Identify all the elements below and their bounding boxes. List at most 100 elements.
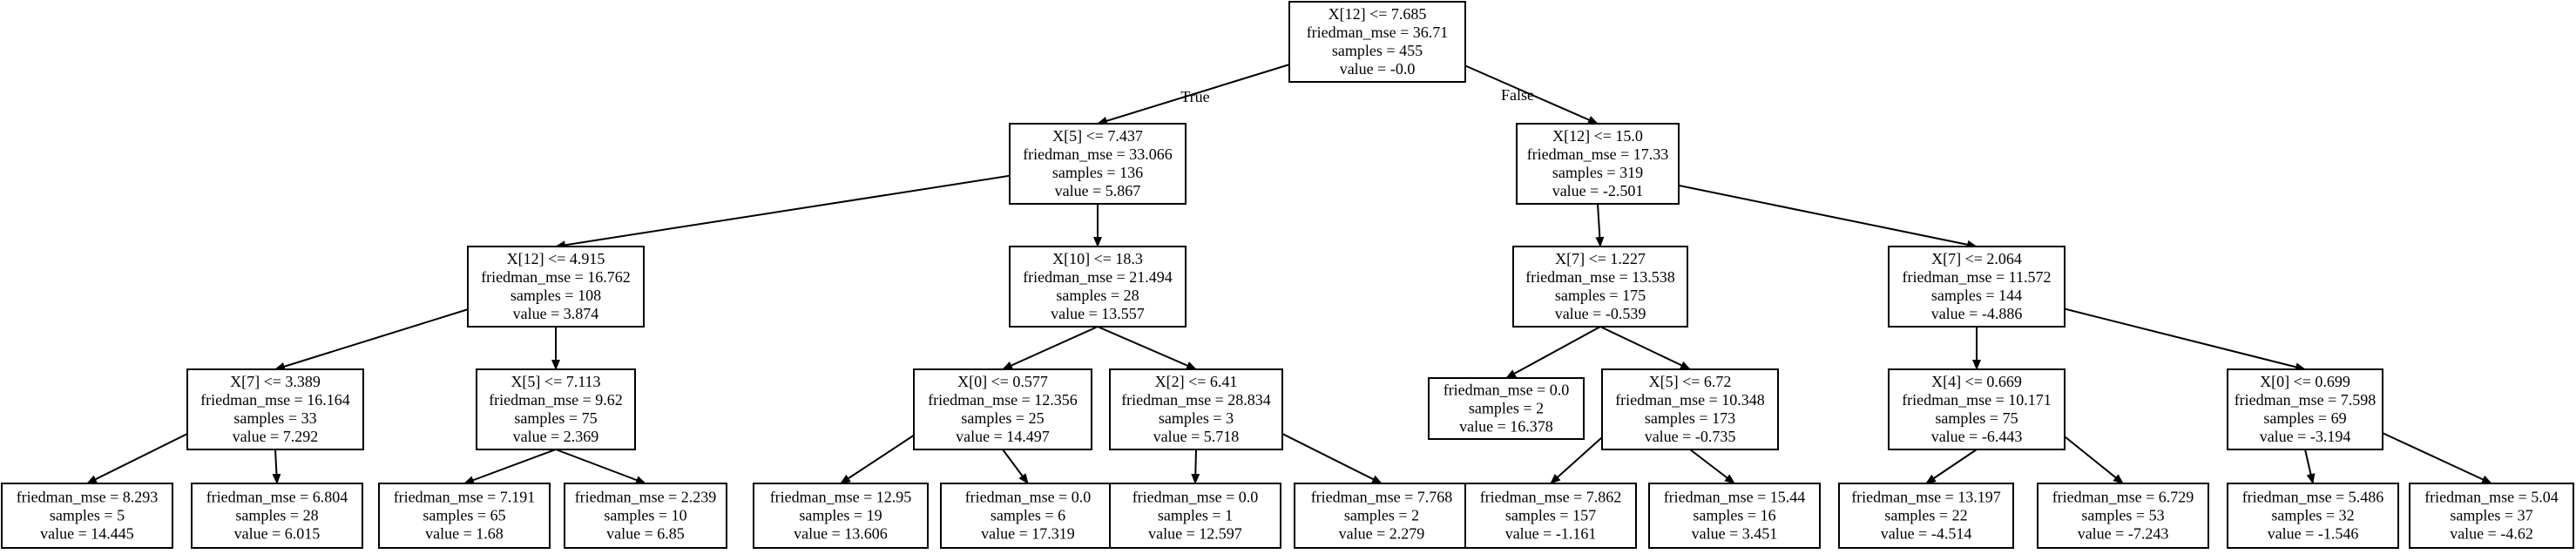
tree-edge-n12-n23 [1550,429,1612,484]
node-text-line: friedman_mse = 11.572 [1903,268,2052,286]
node-text-line: samples = 2 [1344,507,1419,524]
edge-label-true: True [1180,88,1209,105]
tree-edge-n4-n9 [1002,326,1099,370]
node-text-line: friedman_mse = 16.762 [481,268,631,286]
node-text-line: X[2] <= 6.41 [1155,373,1238,390]
node-text-line: friedman_mse = 12.356 [928,391,1078,409]
node-text-line: friedman_mse = 0.0 [965,489,1092,506]
node-text-line: friedman_mse = 7.862 [1480,489,1622,506]
node-text-line: friedman_mse = 6.804 [206,489,348,506]
node-box [2227,368,2383,450]
node-text-line: value = 16.378 [1459,418,1553,436]
node-text-line: X[7] <= 2.064 [1931,250,2022,267]
node-text-line: value = -6.443 [1931,428,2023,445]
node-text-line: value = -0.0 [1340,60,1416,78]
node-text-line: value = -3.194 [2260,428,2351,445]
tree-edge-n0-n2 [1456,61,1599,125]
node-box [2037,483,2209,549]
node-text-line: value = 12.597 [1148,525,1242,543]
node-text-line: value = 13.606 [794,525,888,543]
node-text-line: samples = 136 [1052,164,1143,181]
node-box [476,368,636,450]
node-box [2409,483,2574,549]
node-text-line: X[7] <= 1.227 [1555,250,1646,267]
node-text-line: X[7] <= 3.389 [230,373,321,390]
node-text-line: friedman_mse = 6.729 [2052,489,2194,506]
node-text-line: X[5] <= 7.113 [510,373,600,390]
node-text-line: X[12] <= 15.0 [1552,127,1643,145]
node-text-line: friedman_mse = 17.33 [1527,145,1669,163]
tree-edge-n9-n19 [840,429,923,484]
node-text-line: friedman_mse = 10.171 [1902,391,2052,409]
node-text-line: samples = 22 [1884,507,1967,524]
tree-edge-n14-n28 [2374,429,2492,484]
node-text-line: samples = 1 [1158,507,1233,524]
node-text-line: samples = 173 [1645,409,1735,427]
node-text-line: value = -1.161 [1505,525,1597,543]
node-text-line: value = -4.62 [2450,525,2533,543]
node-box [1888,368,2066,450]
node-text-line: friedman_mse = 5.486 [2242,489,2384,506]
tree-edge-n8-n17 [463,449,557,484]
node-box [186,368,364,450]
node-text-line: friedman_mse = 0.0 [1132,489,1259,506]
node-box [1109,368,1283,450]
node-box [564,483,727,549]
node-text-line: friedman_mse = 7.191 [394,489,536,506]
node-text-line: value = -2.501 [1552,182,1644,199]
node-text-line: value = -7.243 [2078,525,2169,543]
node-text-line: X[10] <= 18.3 [1052,250,1143,267]
node-text-line: samples = 37 [2450,507,2532,524]
node-box [2227,483,2399,549]
node-text-line: X[5] <= 6.72 [1649,373,1732,390]
node-text-line: samples = 75 [1935,409,2018,427]
tree-edge-n5-n11 [1505,326,1601,379]
tree-edge-n2-n5 [1595,203,1605,247]
tree-edge-n14-n27 [2304,449,2316,484]
node-text-line: X[12] <= 7.685 [1329,5,1427,23]
node-text-line: samples = 144 [1931,287,2022,304]
node-text-line: friedman_mse = 36.71 [1307,24,1449,41]
node-box [1109,483,1281,549]
node-box [1601,368,1779,450]
node-text-line: samples = 2 [1469,400,1544,417]
tree-edge-n13-n25 [1925,449,1978,484]
node-text-line: value = 14.497 [956,428,1050,445]
node-box [1648,483,1821,549]
node-text-line: samples = 175 [1555,287,1646,304]
tree-edge-n0-n1 [1097,61,1299,125]
node-text-line: friedman_mse = 9.62 [489,391,623,409]
node-box [1512,246,1688,328]
node-text-line: samples = 65 [423,507,505,524]
tree-edge-n9-n20 [1002,449,1029,484]
node-text-line: friedman_mse = 10.348 [1615,391,1765,409]
node-text-line: samples = 75 [514,409,597,427]
node-text-line: samples = 6 [991,507,1065,524]
node-text-line: samples = 33 [233,409,316,427]
tree-edge-n5-n12 [1599,326,1691,370]
node-text-line: friedman_mse = 8.293 [17,489,159,506]
node-text-line: X[0] <= 0.699 [2260,373,2350,390]
node-text-line: samples = 10 [604,507,686,524]
node-box [1288,1,1466,83]
node-box [1009,123,1187,205]
node-text-line: friedman_mse = 13.197 [1851,489,2001,506]
